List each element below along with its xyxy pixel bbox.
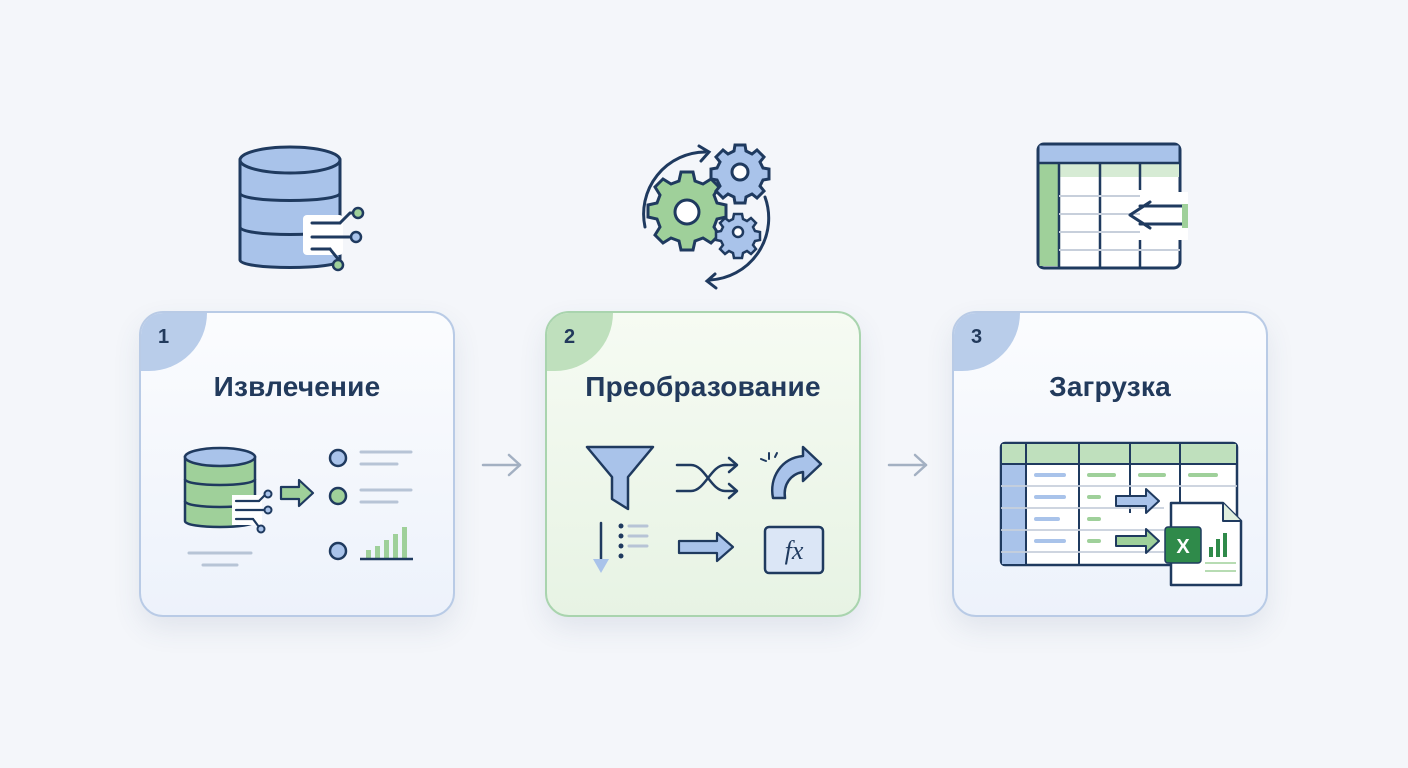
extract-detail-icon [183,446,413,567]
load-detail-icon: X [999,441,1243,587]
step-title: Преобразование [585,371,821,402]
gears-cycle-icon [642,143,771,290]
step-number: 2 [564,326,576,348]
step-card-extract: 1 Извлечение [139,311,455,617]
fx-label: fx [785,536,804,565]
step-number: 3 [971,326,983,348]
step-card-load: 3 Загрузка [952,311,1268,617]
excel-letter: X [1176,536,1190,558]
flow-arrow-icon [887,453,928,477]
step-card-transform: 2 Преобразование [545,311,861,617]
step-number: 1 [158,326,170,348]
database-extract-icon [238,145,365,272]
spreadsheet-import-icon [1036,142,1188,270]
flow-arrow-icon [481,453,522,477]
transform-detail-icon: fx [585,445,825,575]
step-title: Загрузка [1049,371,1171,402]
step-title: Извлечение [213,371,381,402]
